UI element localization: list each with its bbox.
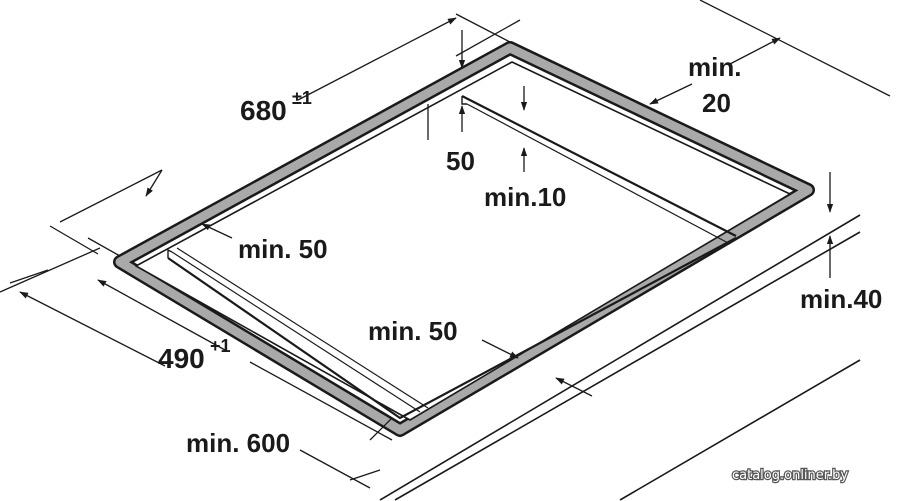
dimension-labels: 680 ±1 min. 20 50 min.10 min. 50 min. 50… — [158, 52, 882, 458]
dimension-lines — [19, 17, 834, 489]
hob-frame — [113, 41, 815, 437]
back-gap-label: min. — [688, 52, 741, 82]
watermark: catalog.onliner.by — [731, 467, 850, 484]
cutout-outline — [167, 95, 737, 420]
worktop-edges — [379, 214, 861, 501]
rear-offset-value: 50 — [446, 146, 475, 176]
depth-tolerance: +1 — [210, 336, 231, 356]
left-margin-value: min. 50 — [238, 234, 328, 264]
inner-clearance-value: min.10 — [484, 182, 566, 212]
width-tolerance: ±1 — [292, 88, 312, 108]
depth-value: 490 — [158, 343, 205, 374]
worktop-thickness-value: min.40 — [800, 284, 882, 314]
width-value: 680 — [240, 95, 287, 126]
back-gap-value: 20 — [702, 88, 731, 118]
front-margin-value: min. 50 — [368, 316, 458, 346]
watermark-text: catalog.onliner.by — [732, 468, 848, 483]
extension-lines — [0, 0, 891, 481]
worktop-depth-value: min. 600 — [186, 428, 290, 458]
